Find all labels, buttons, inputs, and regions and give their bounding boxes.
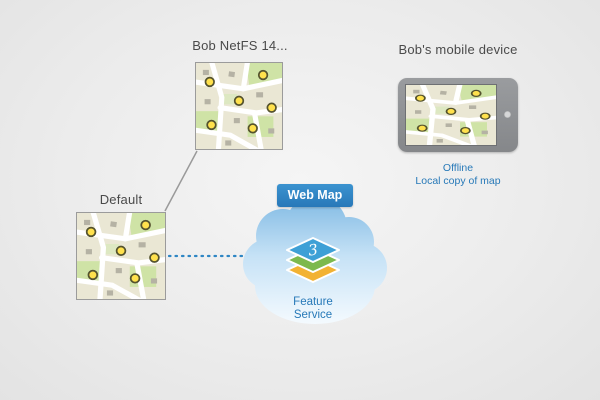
map-image-device (406, 85, 496, 145)
layers-glyph: 3 (307, 240, 319, 259)
connector-line-solid (164, 150, 198, 212)
feature-service-line2: Service (293, 309, 333, 321)
device-screen-map (405, 84, 497, 146)
offline-status-text: Offline (442, 162, 474, 174)
tablet-device (398, 78, 518, 152)
local-copy-text: Local copy of map (415, 175, 501, 187)
bob-map-label: Bob NetFS 14... (192, 38, 288, 53)
web-map-banner: Web Map (277, 184, 353, 207)
mobile-device-label: Bob's mobile device (398, 42, 518, 57)
feature-service-label: Feature Service (283, 296, 343, 322)
cloud-shape (243, 196, 387, 324)
feature-service-line1: Feature (293, 296, 333, 308)
map-thumbnail-bob (195, 62, 283, 150)
map-image-bob (196, 63, 282, 149)
default-map-label: Default (99, 192, 143, 207)
camera-dot (504, 111, 511, 118)
feature-service-layers-icon (286, 237, 340, 283)
map-image-default (77, 213, 165, 299)
map-thumbnail-default (76, 212, 166, 300)
